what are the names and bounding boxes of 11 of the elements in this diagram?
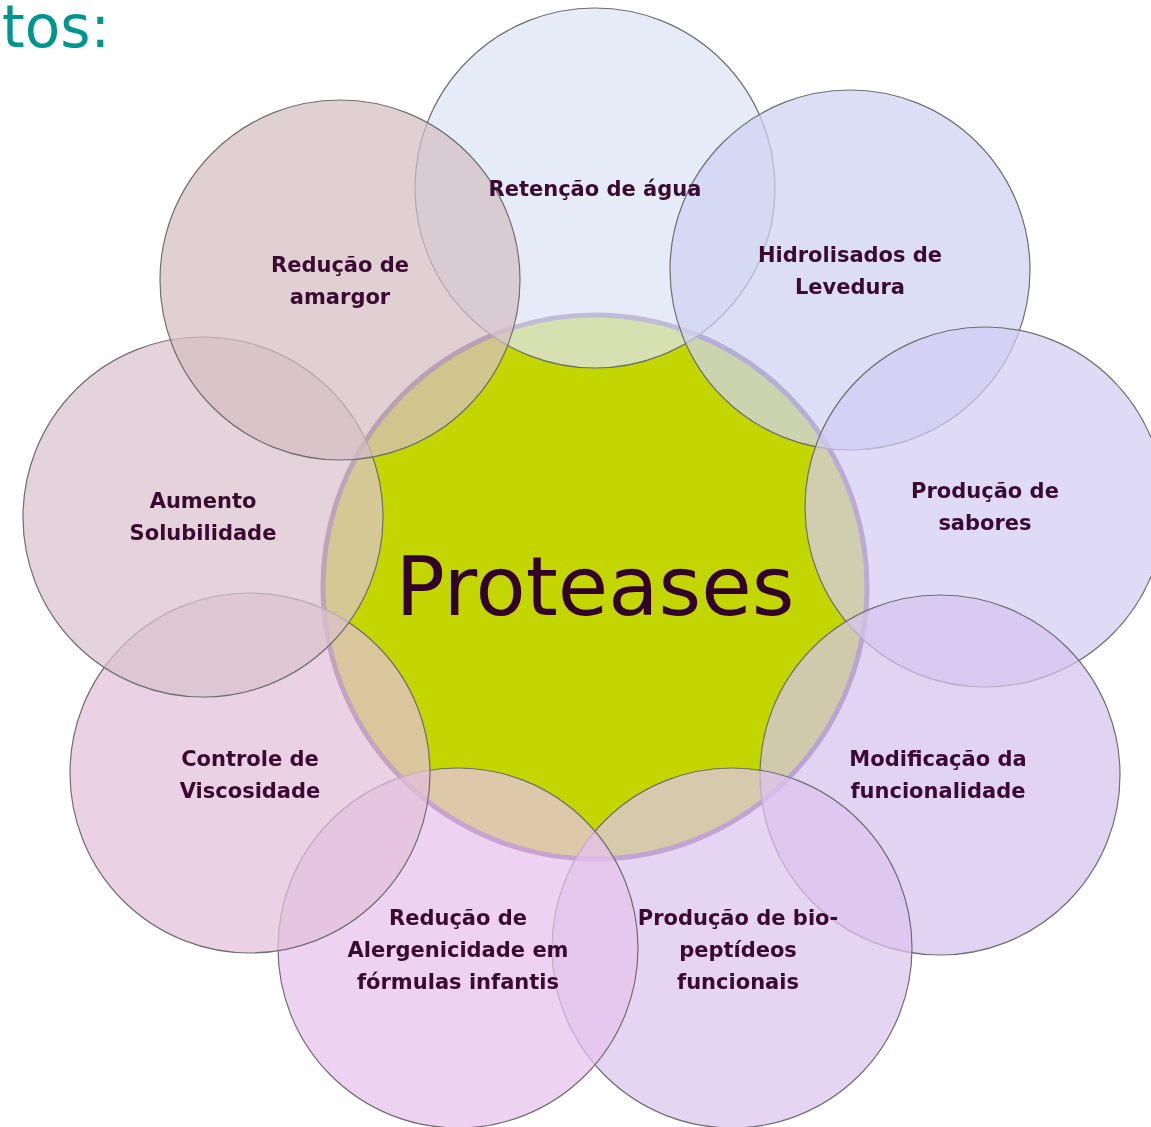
petal-label: Redução de Alergenicidade em fórmulas infantis — [346, 905, 570, 996]
petal-label: Produção de sabores — [910, 478, 1060, 537]
center-label: Proteases — [395, 542, 795, 632]
petal-label: Controle de Viscosidade — [178, 746, 322, 805]
petal-label: Hidrolisados de Levedura — [756, 242, 944, 301]
petal-label: Aumento Solubilidade — [128, 488, 278, 547]
petal-label: Retenção de água — [487, 176, 703, 203]
petal-label: Redução de amargor — [270, 252, 410, 311]
petal-label: Modificação da funcionalidade — [848, 746, 1028, 805]
petal-label: Produção de bio-peptídeos funcionais — [636, 905, 840, 996]
title: tos: — [2, 0, 110, 60]
